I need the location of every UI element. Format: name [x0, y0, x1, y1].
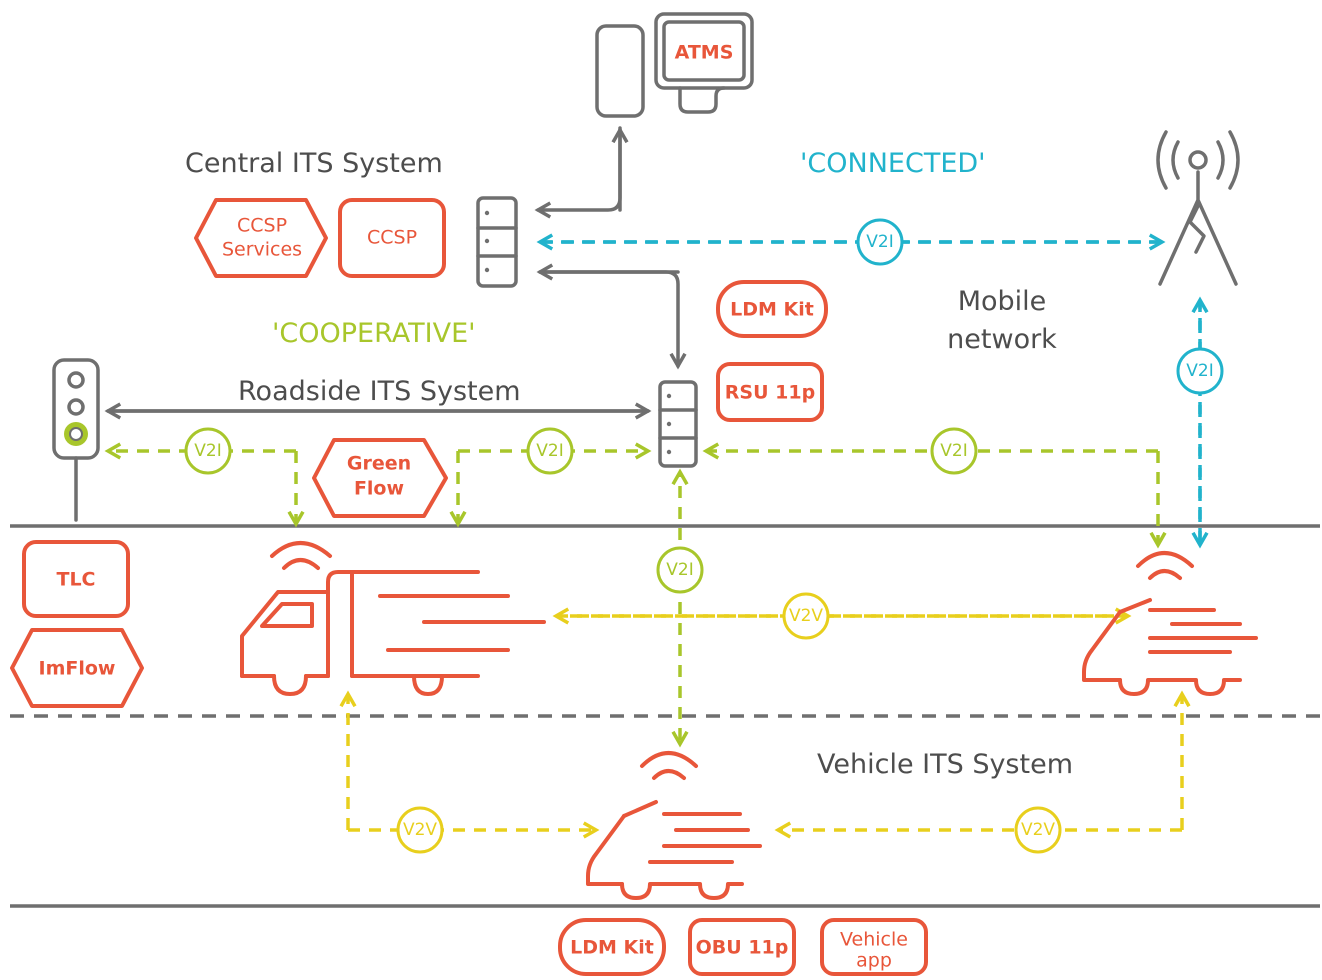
desktop-tower-icon: [595, 24, 645, 118]
ccsp-services-box: CCSP Services: [194, 198, 328, 278]
rsu-box: RSU 11p: [716, 362, 824, 422]
atms-label: ATMS: [675, 42, 734, 64]
svg-text:V2I: V2I: [666, 560, 693, 580]
mobile-network-line2: network: [947, 324, 1057, 355]
svg-text:LDM Kit: LDM Kit: [730, 299, 814, 321]
svg-text:V2I: V2I: [1186, 361, 1213, 381]
svg-text:V2I: V2I: [940, 441, 967, 461]
v2v-badge: V2V: [1014, 806, 1062, 854]
road-lines: [10, 524, 1320, 908]
vehicle-its-heading: Vehicle ITS System: [817, 749, 1073, 780]
ldm-kit-box: LDM Kit: [716, 280, 828, 338]
central-links: [104, 126, 687, 420]
mobile-network-line1: Mobile: [958, 286, 1047, 317]
svg-text:TLC: TLC: [56, 569, 95, 591]
svg-text:V2I: V2I: [194, 441, 221, 461]
svg-text:app: app: [856, 950, 892, 972]
v2i-badge: V2I: [1176, 347, 1224, 395]
vehicle-app-box: Vehicle app: [820, 918, 928, 976]
v2v-badge: V2V: [782, 592, 830, 640]
svg-text:Green: Green: [347, 453, 411, 475]
server-icon: [658, 380, 698, 468]
svg-text:Vehicle: Vehicle: [840, 929, 908, 951]
svg-text:RSU 11p: RSU 11p: [725, 382, 815, 404]
v2v-links: [339, 607, 1191, 839]
svg-text:ImFlow: ImFlow: [39, 658, 116, 680]
obu-box: OBU 11p: [688, 918, 796, 976]
imflow-box: ImFlow: [10, 628, 144, 708]
svg-text:V2V: V2V: [1021, 820, 1055, 840]
cooperative-heading: 'COOPERATIVE': [272, 318, 476, 349]
server-icon: [476, 196, 518, 288]
ccsp-box: CCSP: [338, 198, 446, 278]
cell-tower-icon: [1156, 130, 1240, 286]
traffic-light-icon: [52, 358, 100, 522]
v2i-badge: V2I: [856, 218, 904, 266]
svg-text:V2I: V2I: [536, 441, 563, 461]
svg-text:CCSP: CCSP: [367, 227, 417, 249]
svg-text:V2V: V2V: [403, 820, 437, 840]
car-icon: [586, 751, 762, 900]
car-icon: [1082, 551, 1258, 696]
svg-text:CCSP: CCSP: [237, 215, 287, 237]
connected-v2i-links: [536, 233, 1209, 549]
svg-text:Flow: Flow: [354, 478, 404, 500]
v2v-badge: V2V: [396, 806, 444, 854]
v2i-badge: V2I: [526, 427, 574, 475]
v2i-badge: V2I: [656, 546, 704, 594]
central-its-heading: Central ITS System: [185, 148, 443, 179]
v2i-badge: V2I: [930, 427, 978, 475]
roadside-its-heading: Roadside ITS System: [238, 376, 521, 407]
ldm-kit-box: LDM Kit: [558, 918, 666, 976]
svg-text:OBU 11p: OBU 11p: [696, 937, 789, 959]
atms-monitor-icon: ATMS: [654, 12, 754, 114]
v2i-badge: V2I: [184, 427, 232, 475]
green-flow-box: Green Flow: [312, 438, 448, 518]
svg-text:V2I: V2I: [866, 232, 893, 252]
svg-text:Services: Services: [222, 239, 302, 261]
truck-icon: [240, 541, 546, 696]
svg-text:LDM Kit: LDM Kit: [570, 937, 654, 959]
connected-heading: 'CONNECTED': [800, 148, 986, 179]
cooperative-v2i-links: [104, 442, 1167, 748]
svg-text:V2V: V2V: [789, 606, 823, 626]
tlc-box: TLC: [22, 540, 130, 618]
